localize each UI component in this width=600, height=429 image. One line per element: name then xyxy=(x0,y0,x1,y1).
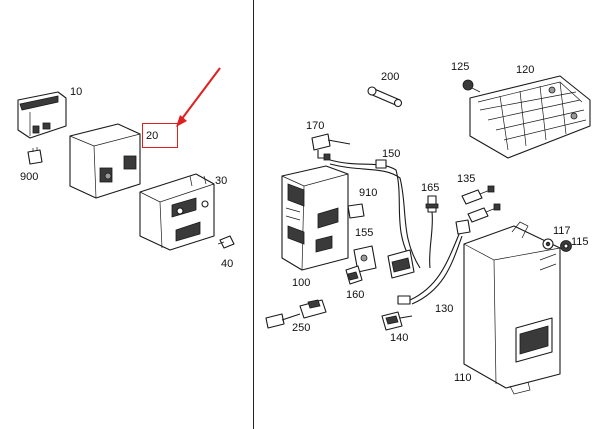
callout-20-label: 20 xyxy=(146,130,159,142)
part-200-pin xyxy=(367,86,403,108)
part-910-clip xyxy=(347,203,365,219)
part-110-housing xyxy=(463,221,561,395)
callout-900[interactable]: 900 xyxy=(20,171,39,183)
part-250-connector xyxy=(265,299,327,329)
callout-165[interactable]: 165 xyxy=(421,182,440,194)
callout-200[interactable]: 200 xyxy=(381,71,400,83)
part-165-sensor xyxy=(425,195,439,269)
red-pointer-arrow-icon xyxy=(176,67,221,127)
callout-250[interactable]: 250 xyxy=(292,322,311,334)
part-125-screw xyxy=(462,79,481,93)
part-150-harness xyxy=(329,159,421,269)
part-20-box xyxy=(69,123,141,199)
part-117-washer xyxy=(542,238,554,250)
callout-117[interactable]: 117 xyxy=(553,225,571,237)
callout-130[interactable]: 130 xyxy=(435,303,454,315)
part-900-clip xyxy=(27,147,43,165)
callout-125[interactable]: 125 xyxy=(451,61,470,73)
part-170-connector xyxy=(311,133,351,161)
callout-170[interactable]: 170 xyxy=(306,120,325,132)
part-140-connector xyxy=(381,311,413,331)
callout-10[interactable]: 10 xyxy=(70,86,83,98)
callout-155[interactable]: 155 xyxy=(355,227,374,239)
callout-115[interactable]: 115 xyxy=(571,236,589,248)
callout-40[interactable]: 40 xyxy=(221,258,234,270)
part-130-harness xyxy=(397,219,471,305)
part-160-plug xyxy=(345,265,363,285)
callout-150[interactable]: 150 xyxy=(382,148,401,160)
callout-140[interactable]: 140 xyxy=(390,332,409,344)
part-40-bolt xyxy=(217,235,235,249)
part-155-block xyxy=(353,245,377,273)
part-120-cover xyxy=(469,75,591,159)
part-10-cover xyxy=(17,91,67,139)
callout-110[interactable]: 110 xyxy=(454,372,472,384)
part-115-nut xyxy=(560,240,572,252)
part-relay-block xyxy=(387,249,415,279)
panel-divider xyxy=(253,0,254,429)
callout-135[interactable]: 135 xyxy=(457,173,476,185)
part-30-bracket xyxy=(139,173,215,251)
callout-160[interactable]: 160 xyxy=(346,289,365,301)
part-135-fuses xyxy=(461,185,501,223)
part-100-unit xyxy=(281,165,349,271)
callout-100[interactable]: 100 xyxy=(292,277,311,289)
callout-120[interactable]: 120 xyxy=(516,64,535,76)
callout-910[interactable]: 910 xyxy=(359,187,378,199)
callout-30[interactable]: 30 xyxy=(215,175,228,187)
highlight-callout-box[interactable]: 20 xyxy=(142,123,178,148)
